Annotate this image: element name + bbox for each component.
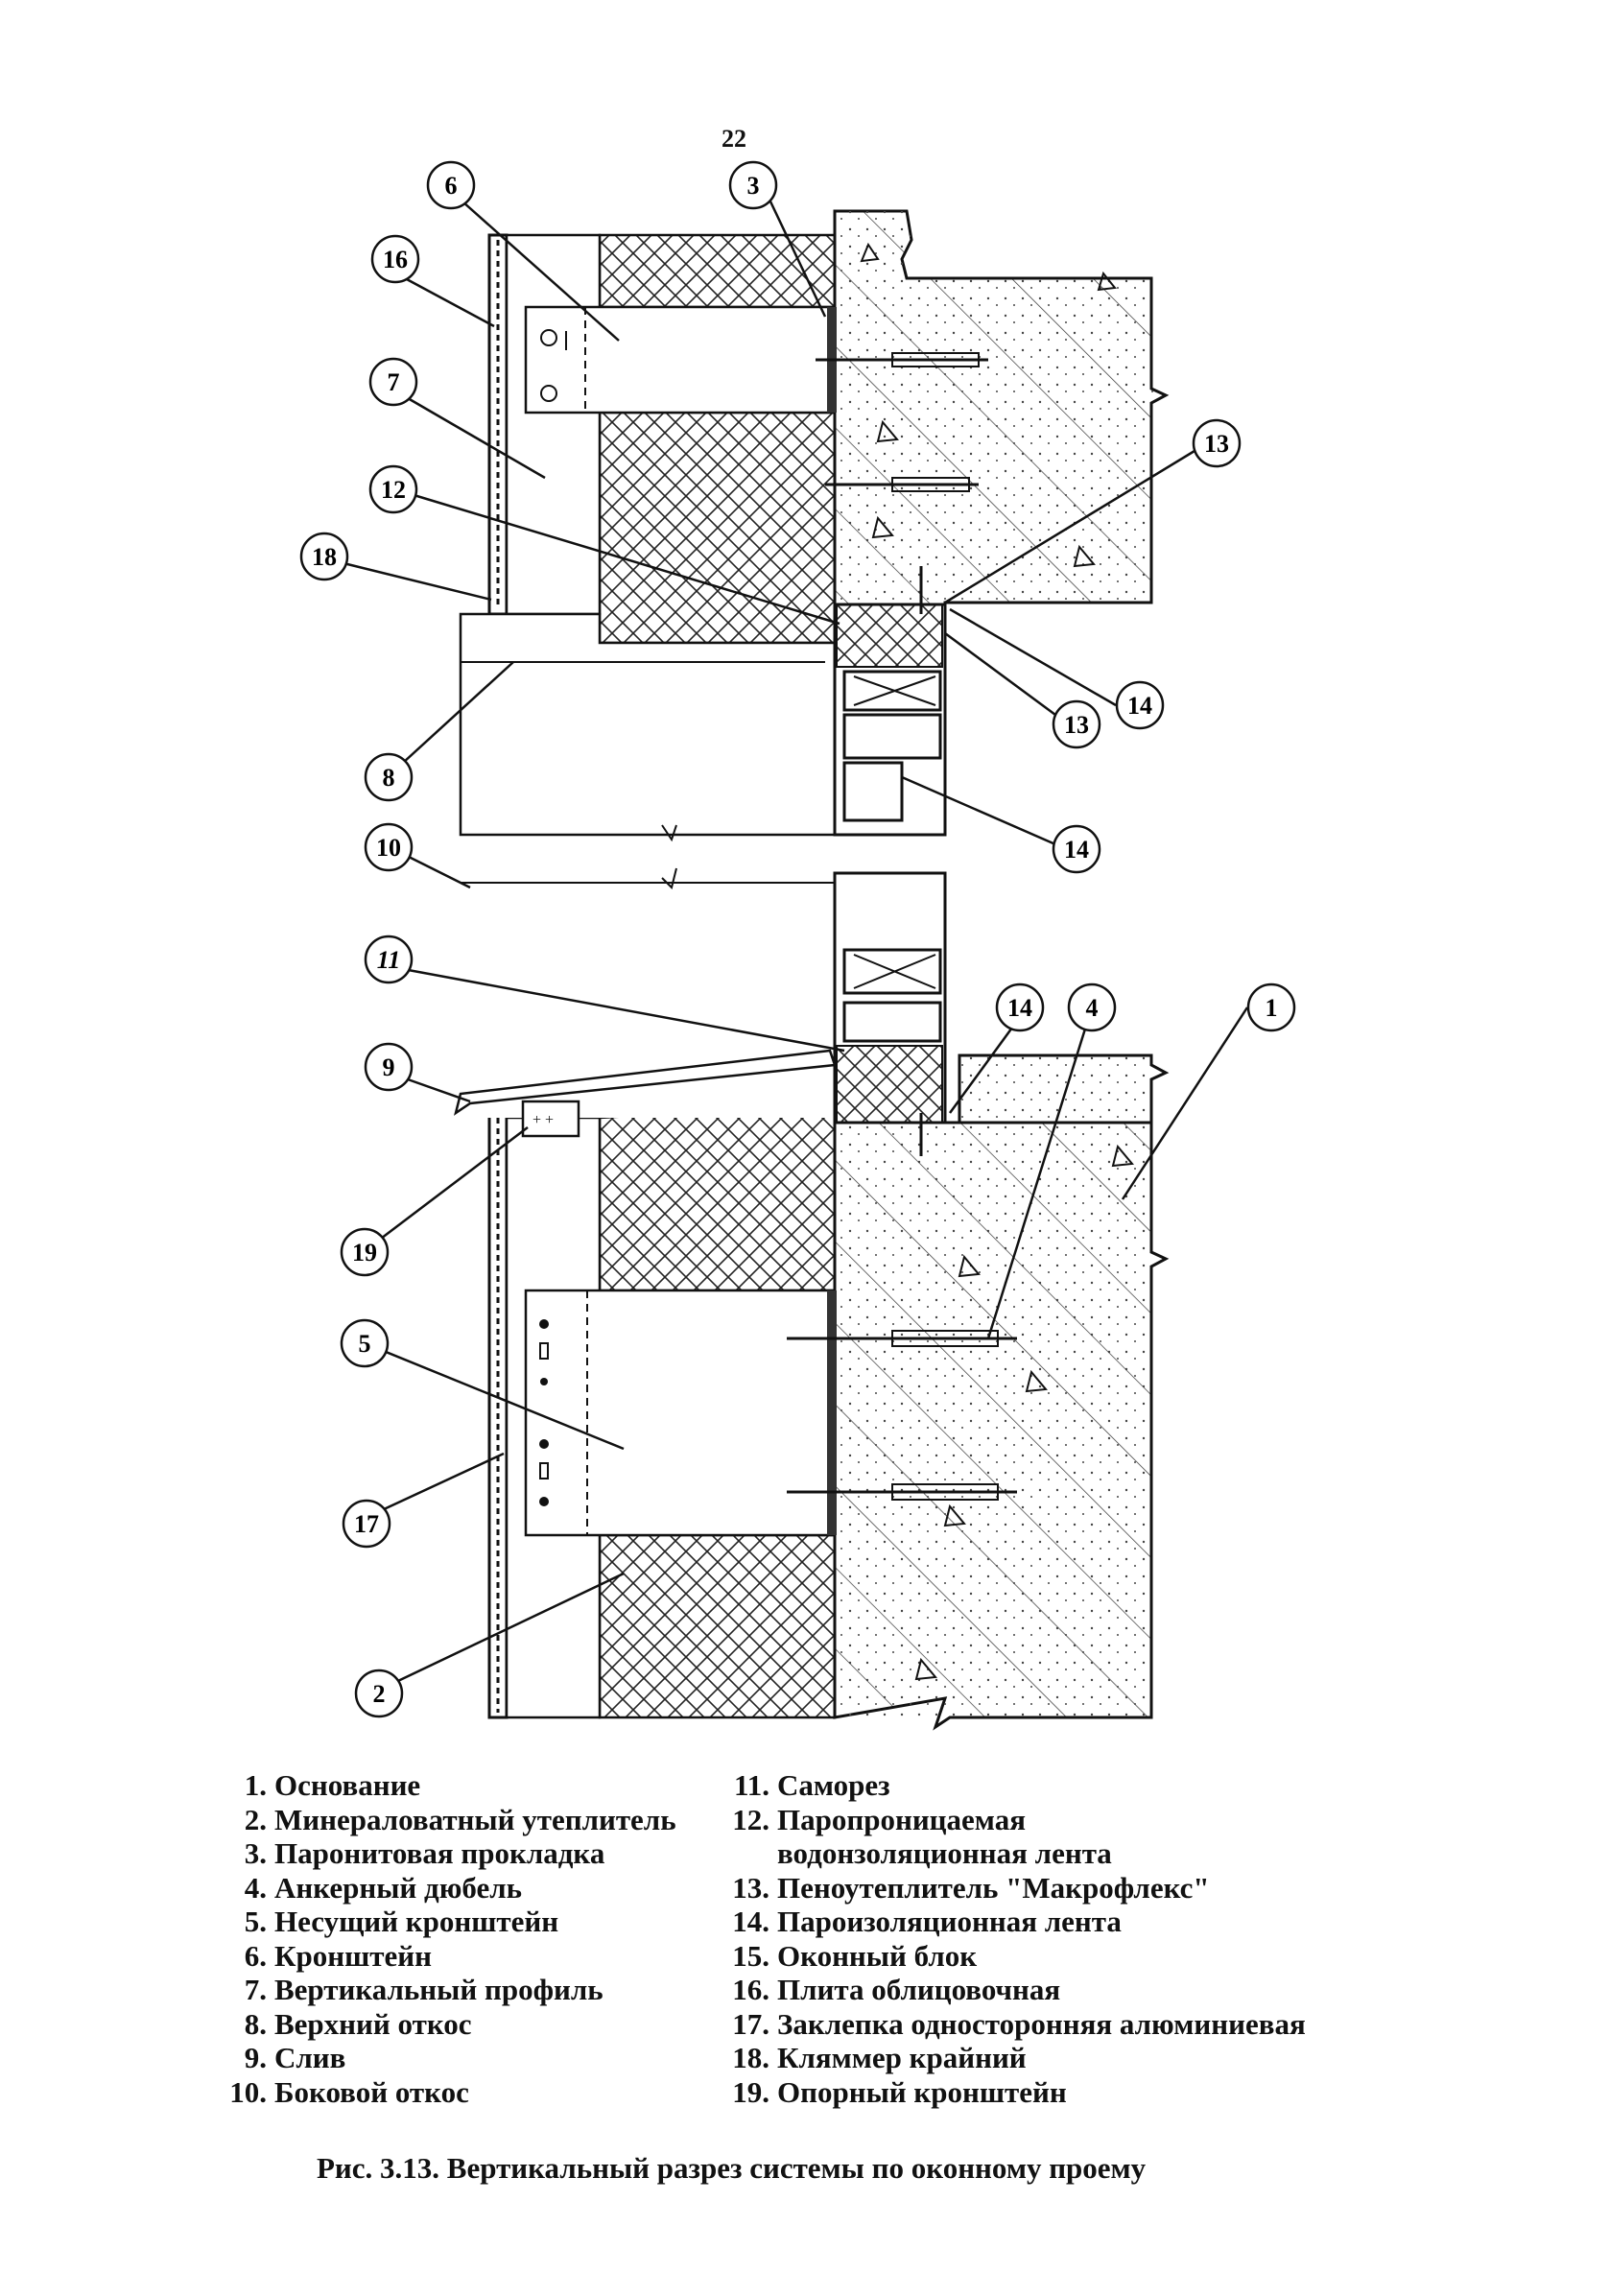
svg-text:18: 18 [312, 543, 337, 571]
svg-text:12: 12 [381, 476, 406, 504]
legend-item: 16.Плита облицовочная [732, 1973, 1061, 2006]
svg-text:11: 11 [377, 946, 401, 974]
legend-item: 1.Основание [244, 1768, 421, 1802]
legend-item: 4.Анкерный дюбель [244, 1870, 523, 1905]
base-concrete-upper [833, 209, 1170, 635]
svg-text:13: 13 [1204, 430, 1229, 458]
svg-text:7: 7 [388, 368, 400, 396]
svg-text:1: 1 [1266, 994, 1278, 1022]
svg-text:14: 14 [1064, 836, 1089, 864]
callout-6: 6 [426, 160, 476, 210]
upper-reveal [459, 612, 837, 842]
legend-item: 18.Кляммер крайний [732, 2041, 1027, 2074]
svg-text:4: 4 [1086, 994, 1099, 1022]
svg-text:8: 8 [383, 764, 395, 792]
svg-text:6: 6 [445, 172, 458, 200]
svg-text:14: 14 [1127, 692, 1152, 720]
callout-8: 8 [364, 752, 414, 802]
callout-2: 2 [354, 1669, 404, 1718]
svg-text:14: 14 [1007, 994, 1032, 1022]
svg-text:13: 13 [1064, 711, 1089, 739]
legend-item: 6.Кронштейн [244, 1938, 432, 1973]
load-bearing-bracket-lower [524, 1289, 835, 1537]
window-block-upper [833, 566, 947, 837]
callout-14b: 14 [1052, 824, 1101, 874]
callout-12: 12 [368, 464, 418, 514]
callout-9: 9 [364, 1042, 414, 1092]
cladding-panel-upper [487, 233, 602, 616]
legend-item: водонзоляционная лента [777, 1836, 1112, 1870]
svg-text:9: 9 [383, 1053, 395, 1081]
legend-item: 3.Паронитовая прокладка [244, 1836, 605, 1870]
legend-item: 17.Заклепка односторонняя алюминиевая [732, 2006, 1306, 2041]
legend-right-column: 11.Саморез 12.Паропроницаемая водонзоляц… [722, 1768, 1306, 2109]
callout-3: 3 [728, 160, 778, 210]
svg-text:3: 3 [747, 172, 760, 200]
svg-text:2: 2 [373, 1680, 386, 1708]
svg-text:10: 10 [376, 834, 401, 862]
legend-item: 2.Минераловатный утеплитель [244, 1802, 676, 1836]
callout-14c: 14 [995, 982, 1045, 1032]
callout-16: 16 [370, 234, 420, 284]
callout-5: 5 [340, 1318, 390, 1368]
anchor-dowels [787, 352, 1017, 1501]
legend-item: 5.Несущий кронштейн [244, 1905, 559, 1938]
legend-item: 12.Паропроницаемая [732, 1802, 1026, 1836]
callout-10: 10 [364, 822, 414, 872]
callout-18: 18 [299, 532, 349, 581]
callout-11: 11 [364, 935, 414, 984]
svg-text:16: 16 [383, 246, 408, 273]
svg-text:17: 17 [354, 1510, 379, 1538]
callout-19: 19 [340, 1227, 390, 1277]
legend-item: 14.Пароизоляционная лента [732, 1905, 1122, 1938]
bracket-upper [524, 305, 835, 414]
page-number: 22 [722, 125, 746, 153]
callout-13b: 13 [1052, 699, 1101, 749]
legend-item: 10.Боковой откос [229, 2074, 469, 2109]
callout-17: 17 [342, 1499, 391, 1549]
legend-item: 8.Верхний откос [244, 2006, 472, 2041]
cladding-panel-lower [487, 1111, 602, 1719]
leader-lines [335, 201, 1249, 1691]
callout-7: 7 [368, 357, 418, 407]
legend-left-column: 1.Основание 2.Минераловатный утеплитель … [219, 1768, 676, 2109]
callout-14a: 14 [1115, 680, 1165, 730]
mineral-wool-insulation-lower [598, 1101, 837, 1719]
svg-text:5: 5 [359, 1330, 371, 1358]
callout-4: 4 [1067, 982, 1117, 1032]
vertical-section-drawing: + + 1 2 3 4 [299, 160, 1296, 1731]
support-bracket: + + [521, 1100, 580, 1138]
figure-caption: Рис. 3.13. Вертикальный разрез системы п… [317, 2151, 1147, 2185]
legend-item: 9.Слив [244, 2041, 346, 2074]
legend-item: 13.Пеноутеплитель "Макрофлекс" [732, 1870, 1210, 1905]
legend-item: 15.Оконный блок [732, 1938, 978, 1973]
window-block-lower [833, 871, 947, 1156]
svg-text:19: 19 [352, 1239, 377, 1266]
callout-1: 1 [1246, 982, 1296, 1032]
svg-text:+ +: + + [532, 1112, 554, 1128]
legend-item: 7.Вертикальный профиль [244, 1973, 603, 2006]
base-concrete-lower [833, 1053, 1170, 1731]
legend-item: 19.Опорный кронштейн [732, 2074, 1067, 2109]
legend-item: 11.Саморез [733, 1768, 890, 1802]
mineral-wool-insulation-upper [598, 233, 837, 645]
callout-13a: 13 [1192, 418, 1242, 468]
